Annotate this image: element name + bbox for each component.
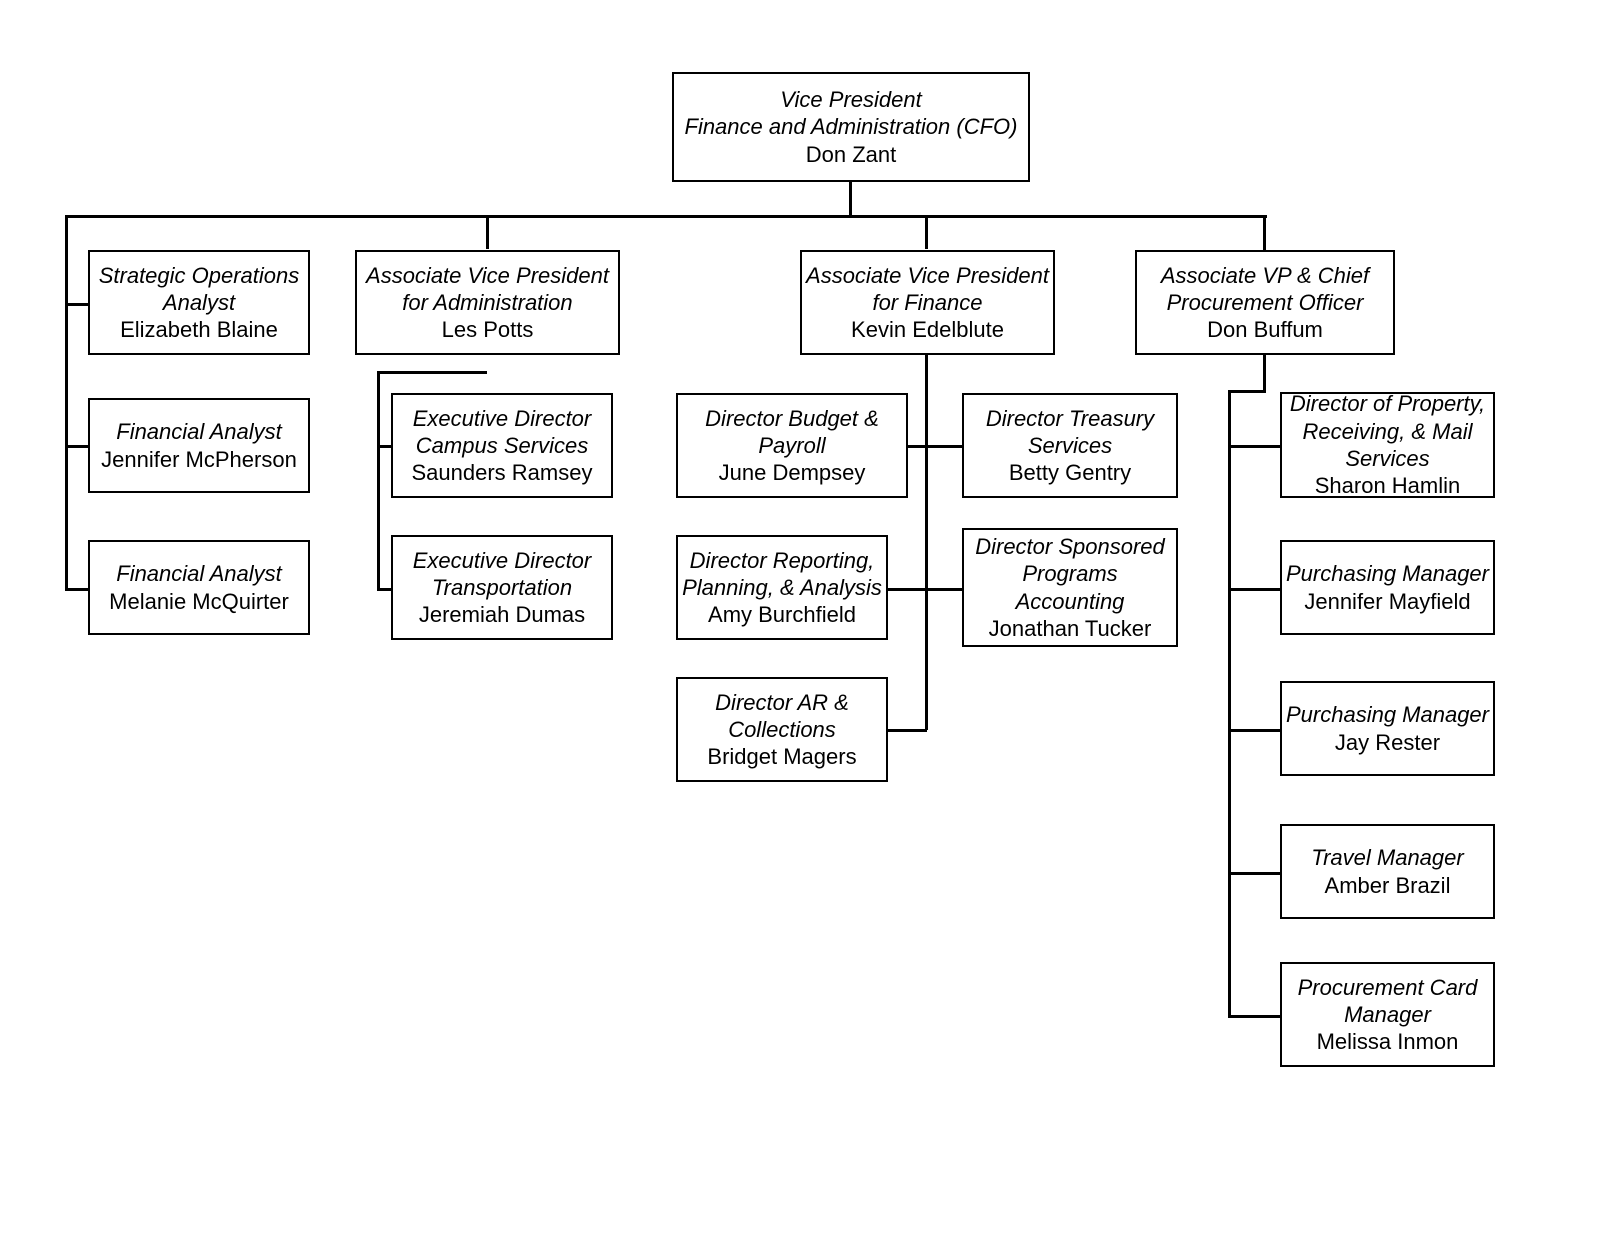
node-ed-transport-title: Executive Director Transportation: [412, 547, 592, 600]
node-dir-budget-person: June Dempsey: [718, 460, 866, 486]
node-ed-transport-person: Jeremiah Dumas: [418, 602, 586, 628]
node-pm1-title: Purchasing Manager: [1285, 561, 1489, 587]
node-exec-director-campus-services[interactable]: Executive Director Campus Services Saund…: [391, 393, 613, 498]
connector-stub-pm1: [1228, 588, 1280, 591]
node-dir-property-title: Director of Property, Receiving, & Mail …: [1289, 391, 1486, 471]
node-cfo-person: Don Zant: [805, 141, 897, 167]
connector-stub-soa: [65, 303, 90, 306]
connector-stub-travel: [1228, 872, 1280, 875]
node-soa-title: Strategic Operations Analyst: [98, 262, 300, 315]
node-dir-ar-person: Bridget Magers: [707, 744, 857, 770]
node-fa2-title: Financial Analyst: [116, 561, 282, 587]
node-pm1-person: Jennifer Mayfield: [1304, 588, 1471, 614]
node-pm2-person: Jay Rester: [1334, 729, 1441, 755]
node-director-reporting-planning-analysis[interactable]: Director Reporting, Planning, & Analysis…: [676, 535, 888, 640]
connector-stub-dir-property: [1228, 445, 1280, 448]
node-soa-person: Elizabeth Blaine: [120, 317, 278, 343]
connector-stub-dir-reporting: [888, 588, 927, 591]
node-cfo[interactable]: Vice President Finance and Administratio…: [672, 72, 1030, 182]
connector-cfo-stem: [849, 181, 852, 217]
connector-proc-jog: [1228, 390, 1266, 393]
node-avp-finance-title: Associate Vice President for Finance: [806, 262, 1049, 315]
node-director-treasury-services[interactable]: Director Treasury Services Betty Gentry: [962, 393, 1178, 498]
node-travel-title: Travel Manager: [1311, 845, 1464, 871]
connector-main-bus: [65, 215, 1267, 218]
node-fa1-title: Financial Analyst: [116, 419, 282, 445]
node-financial-analyst-mcquirter[interactable]: Financial Analyst Melanie McQuirter: [88, 540, 310, 635]
connector-admin-spine-top: [377, 371, 487, 374]
node-director-sponsored-programs-accounting[interactable]: Director Sponsored Programs Accounting J…: [962, 528, 1178, 647]
node-dir-sponsored-person: Jonathan Tucker: [988, 615, 1152, 641]
node-avp-admin-person: Les Potts: [441, 317, 534, 343]
node-fa2-person: Melanie McQuirter: [109, 588, 289, 614]
node-pcard-person: Melissa Inmon: [1316, 1029, 1459, 1055]
node-dir-treasury-person: Betty Gentry: [1008, 460, 1132, 486]
node-dir-sponsored-title: Director Sponsored Programs Accounting: [975, 533, 1165, 614]
node-cfo-title: Vice President Finance and Administratio…: [684, 87, 1018, 140]
connector-left-spine: [65, 215, 68, 590]
node-avp-proc-title: Associate VP & Chief Procurement Officer: [1160, 262, 1370, 315]
node-director-budget-payroll[interactable]: Director Budget & Payroll June Dempsey: [676, 393, 908, 498]
node-dir-property-person: Sharon Hamlin: [1314, 473, 1461, 499]
node-avp-administration[interactable]: Associate Vice President for Administrat…: [355, 250, 620, 355]
node-pm2-title: Purchasing Manager: [1285, 702, 1489, 728]
node-travel-person: Amber Brazil: [1324, 872, 1451, 898]
connector-stub-pcard: [1228, 1015, 1280, 1018]
node-ed-campus-title: Executive Director Campus Services: [412, 405, 592, 458]
connector-stub-dir-sponsored: [925, 588, 964, 591]
node-dir-ar-title: Director AR & Collections: [715, 689, 849, 742]
connector-stub-ed-campus: [377, 445, 392, 448]
node-fa1-person: Jennifer McPherson: [101, 446, 297, 472]
connector-stub-fa2: [65, 588, 90, 591]
connector-stub-dir-ar: [888, 729, 927, 732]
node-avp-finance[interactable]: Associate Vice President for Finance Kev…: [800, 250, 1055, 355]
connector-finance-spine: [925, 352, 928, 730]
node-dir-reporting-person: Amy Burchfield: [708, 602, 856, 628]
node-director-ar-collections[interactable]: Director AR & Collections Bridget Magers: [676, 677, 888, 782]
node-ed-campus-person: Saunders Ramsey: [411, 460, 593, 486]
node-purchasing-manager-rester[interactable]: Purchasing Manager Jay Rester: [1280, 681, 1495, 776]
node-purchasing-manager-mayfield[interactable]: Purchasing Manager Jennifer Mayfield: [1280, 540, 1495, 635]
node-director-property-receiving-mail[interactable]: Director of Property, Receiving, & Mail …: [1280, 391, 1495, 499]
node-dir-treasury-title: Director Treasury Services: [985, 405, 1155, 458]
connector-proc-spine: [1228, 390, 1231, 1016]
node-dir-budget-title: Director Budget & Payroll: [705, 405, 879, 458]
node-avp-chief-procurement-officer[interactable]: Associate VP & Chief Procurement Officer…: [1135, 250, 1395, 355]
node-exec-director-transportation[interactable]: Executive Director Transportation Jeremi…: [391, 535, 613, 640]
connector-finance-drop: [925, 215, 928, 249]
connector-admin-drop: [486, 215, 489, 249]
connector-stub-fa1: [65, 445, 90, 448]
connector-stub-dir-budget: [906, 445, 927, 448]
node-strategic-operations-analyst[interactable]: Strategic Operations Analyst Elizabeth B…: [88, 250, 310, 355]
connector-stub-pm2: [1228, 729, 1280, 732]
node-pcard-title: Procurement Card Manager: [1297, 974, 1478, 1027]
connector-admin-spine: [377, 371, 380, 590]
node-procurement-card-manager[interactable]: Procurement Card Manager Melissa Inmon: [1280, 962, 1495, 1067]
node-dir-reporting-title: Director Reporting, Planning, & Analysis: [682, 547, 882, 600]
node-financial-analyst-mcpherson[interactable]: Financial Analyst Jennifer McPherson: [88, 398, 310, 493]
connector-stub-dir-treasury: [925, 445, 964, 448]
node-travel-manager[interactable]: Travel Manager Amber Brazil: [1280, 824, 1495, 919]
node-avp-proc-person: Don Buffum: [1207, 317, 1323, 343]
node-avp-admin-title: Associate Vice President for Administrat…: [366, 262, 609, 315]
node-avp-finance-person: Kevin Edelblute: [851, 317, 1004, 343]
connector-stub-ed-transport: [377, 588, 392, 591]
